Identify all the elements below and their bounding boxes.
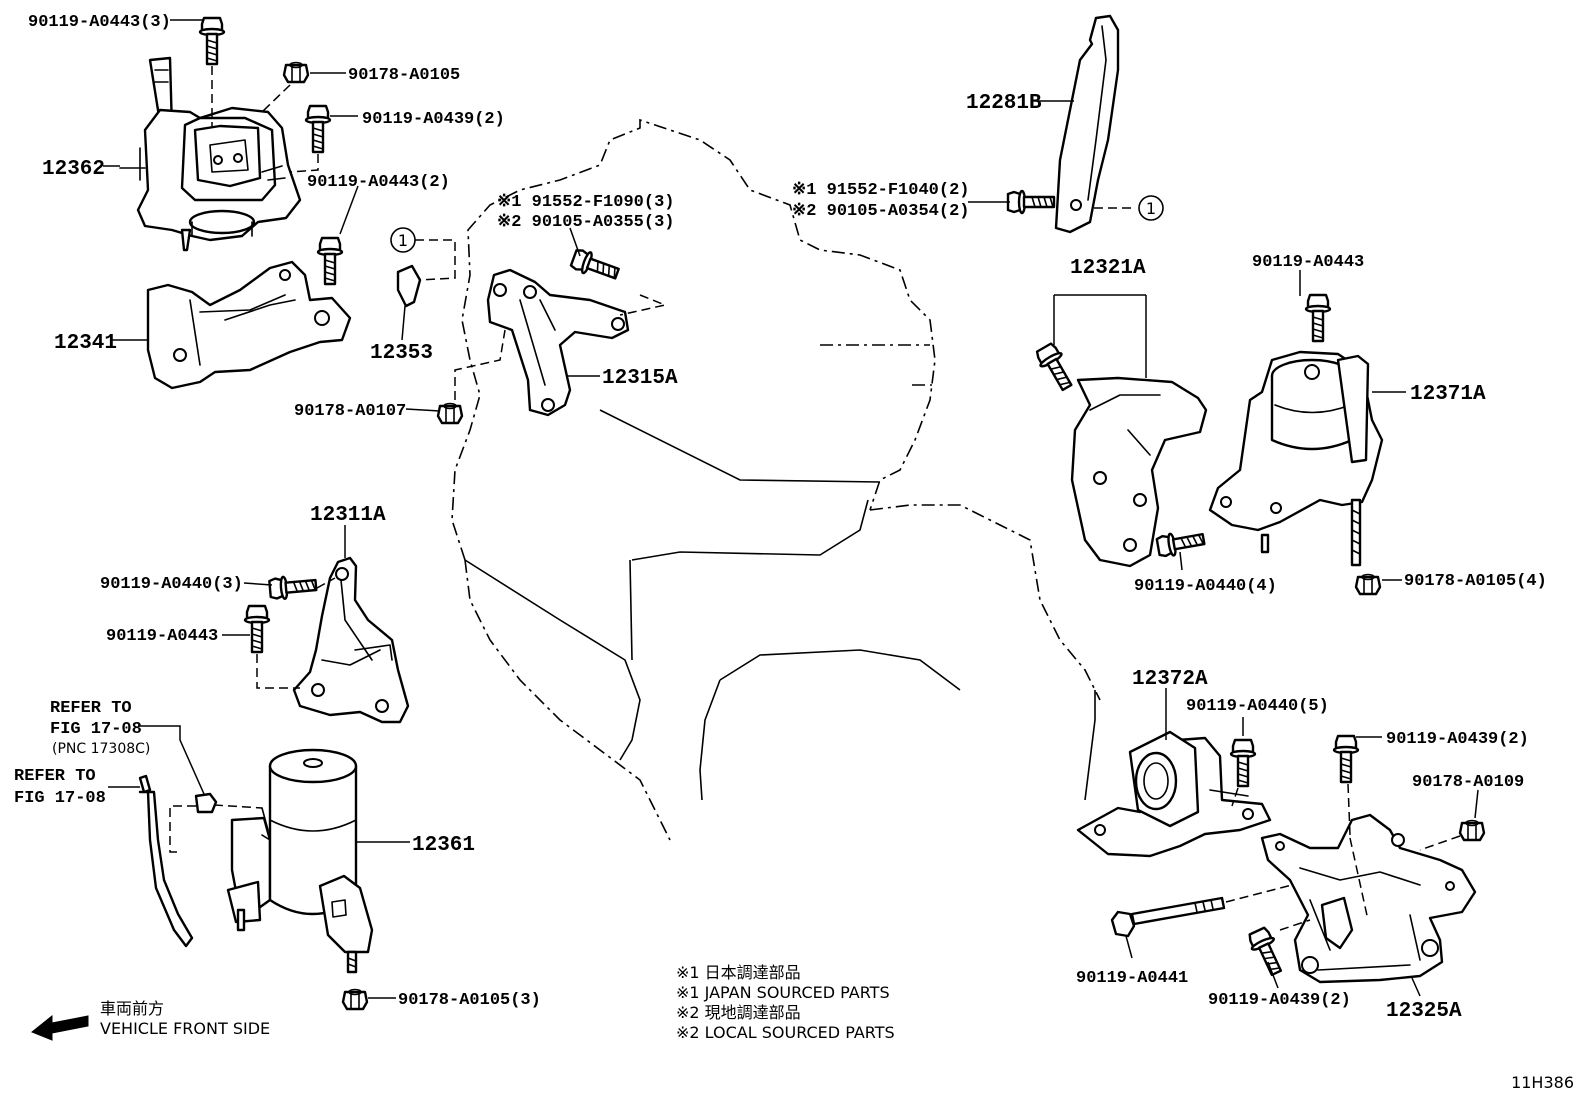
direction-jp: 車両前方 <box>100 999 164 1018</box>
label-90178-A0105: 90178-A0105 <box>348 66 460 85</box>
mount-12372A[interactable] <box>1076 730 1272 858</box>
label-90119-A0441: 90119-A0441 <box>1076 969 1188 988</box>
label-90119-A0443-12311A: 90119-A0443 <box>106 627 218 646</box>
bolt-90119-A0443-3[interactable] <box>198 16 226 66</box>
bracket-12315A[interactable] <box>486 268 630 417</box>
nut-90178-A0105-3[interactable] <box>341 988 369 1011</box>
direction-en: VEHICLE FRONT SIDE <box>100 1019 270 1038</box>
label-12325A: 12325A <box>1386 1000 1462 1023</box>
vacuum-hose[interactable] <box>138 774 194 948</box>
bolt-90119-A0443-12371A[interactable] <box>1304 293 1332 343</box>
mount-12371A[interactable] <box>1208 350 1384 567</box>
label-pnc-17308c: (PNC 17308C) <box>52 741 150 757</box>
nut-90178-A0105[interactable] <box>282 61 310 84</box>
label-91552-F1090-3: ※1 91552-F1090(3) <box>497 193 674 212</box>
bracket-12341[interactable] <box>146 260 352 390</box>
label-90105-A0355-3: ※2 90105-A0355(3) <box>497 213 674 232</box>
label-90119-A0440-5: 90119-A0440(5) <box>1186 697 1329 716</box>
bolt-90119-A0440-3[interactable] <box>267 572 319 602</box>
nut-90178-A0109[interactable] <box>1458 819 1486 842</box>
legend-japan-en: ※1 JAPAN SOURCED PARTS <box>676 983 890 1002</box>
label-12311A: 12311A <box>310 504 386 527</box>
bolt-12321A[interactable] <box>1032 340 1079 395</box>
label-fig-17-08-2: FIG 17-08 <box>14 789 106 808</box>
label-12353: 12353 <box>370 342 433 365</box>
label-12281B: 12281B <box>966 92 1042 115</box>
stay-12353[interactable] <box>396 264 422 308</box>
label-refer-to-2: REFER TO <box>14 767 96 786</box>
nut-90178-A0105-4[interactable] <box>1354 573 1382 596</box>
svg-text:1: 1 <box>1146 199 1156 218</box>
label-90178-A0105-4: 90178-A0105(4) <box>1404 572 1547 591</box>
legend-local-jp: ※2 現地調達部品 <box>676 1003 801 1022</box>
clip-17308C[interactable] <box>194 792 218 814</box>
label-12361: 12361 <box>412 834 475 857</box>
bolt-90119-A0441[interactable] <box>1110 896 1226 938</box>
label-90119-A0443-3: 90119-A0443(3) <box>28 13 171 32</box>
engine-mount-12362[interactable] <box>119 56 302 252</box>
label-12362: 12362 <box>42 158 105 181</box>
bracket-12311A[interactable] <box>292 556 410 724</box>
bolt-90119-A0443-2[interactable] <box>316 236 344 286</box>
svg-text:1: 1 <box>398 231 408 250</box>
legend: ※1 日本調達部品 ※1 JAPAN SOURCED PARTS ※2 現地調達… <box>676 963 895 1042</box>
label-90119-A0439-2-lower: 90119-A0439(2) <box>1208 991 1351 1010</box>
bolt-90119-A0439-2[interactable] <box>304 104 332 154</box>
label-90119-A0439-2-upper: 90119-A0439(2) <box>1386 730 1529 749</box>
label-90178-A0105-3: 90178-A0105(3) <box>398 991 541 1010</box>
bracket-12325A[interactable] <box>1260 813 1477 984</box>
bolt-90119-A0443-12311A[interactable] <box>243 604 271 654</box>
label-91552-F1040-2: ※1 91552-F1040(2) <box>792 181 969 200</box>
bolt-90119-A0440-5[interactable] <box>1229 738 1257 788</box>
label-12341: 12341 <box>54 332 117 355</box>
label-90105-A0354-2: ※2 90105-A0354(2) <box>792 202 969 221</box>
label-12321A: 12321A <box>1070 257 1146 280</box>
circle-marker-1-right: 1 <box>1138 195 1164 221</box>
bolt-91552-F1090[interactable] <box>568 246 622 286</box>
bracket-12321A[interactable] <box>1070 376 1208 568</box>
arrow-left-icon <box>31 1014 89 1041</box>
hanger-12281B[interactable] <box>1054 14 1120 234</box>
legend-local-en: ※2 LOCAL SOURCED PARTS <box>676 1023 895 1042</box>
circle-marker-1-left: 1 <box>390 227 416 253</box>
bolt-90119-A0439-2-lower[interactable] <box>1244 924 1289 980</box>
diagram-id: 11H386 <box>1511 1073 1574 1092</box>
label-refer-to-1: REFER TO <box>50 699 132 718</box>
label-90119-A0443-2: 90119-A0443(2) <box>307 173 450 192</box>
bolt-91552-F1040[interactable] <box>1006 189 1056 215</box>
label-90178-A0107: 90178-A0107 <box>294 402 406 421</box>
mount-12361[interactable] <box>226 748 374 974</box>
nut-90178-A0107[interactable] <box>436 402 464 425</box>
bolt-90119-A0439-2-upper[interactable] <box>1332 734 1360 784</box>
leader-lines <box>103 19 1479 999</box>
label-90119-A0439-2: 90119-A0439(2) <box>362 110 505 129</box>
legend-japan-jp: ※1 日本調達部品 <box>676 963 801 982</box>
part-labels: 90119-A0443(3) 90178-A0105 90119-A0439(2… <box>14 13 1547 1023</box>
label-90178-A0109: 90178-A0109 <box>1412 773 1524 792</box>
label-90119-A0440-3: 90119-A0440(3) <box>100 575 243 594</box>
label-12315A: 12315A <box>602 367 678 390</box>
vehicle-front-direction: 車両前方 VEHICLE FRONT SIDE <box>31 999 270 1041</box>
label-12372A: 12372A <box>1132 668 1208 691</box>
engine-phantom-outline <box>451 118 1101 841</box>
label-90119-A0440-4: 90119-A0440(4) <box>1134 577 1277 596</box>
label-90119-A0443-12371A: 90119-A0443 <box>1252 253 1364 272</box>
label-fig-17-08-1: FIG 17-08 <box>50 720 142 739</box>
label-12371A: 12371A <box>1410 383 1486 406</box>
